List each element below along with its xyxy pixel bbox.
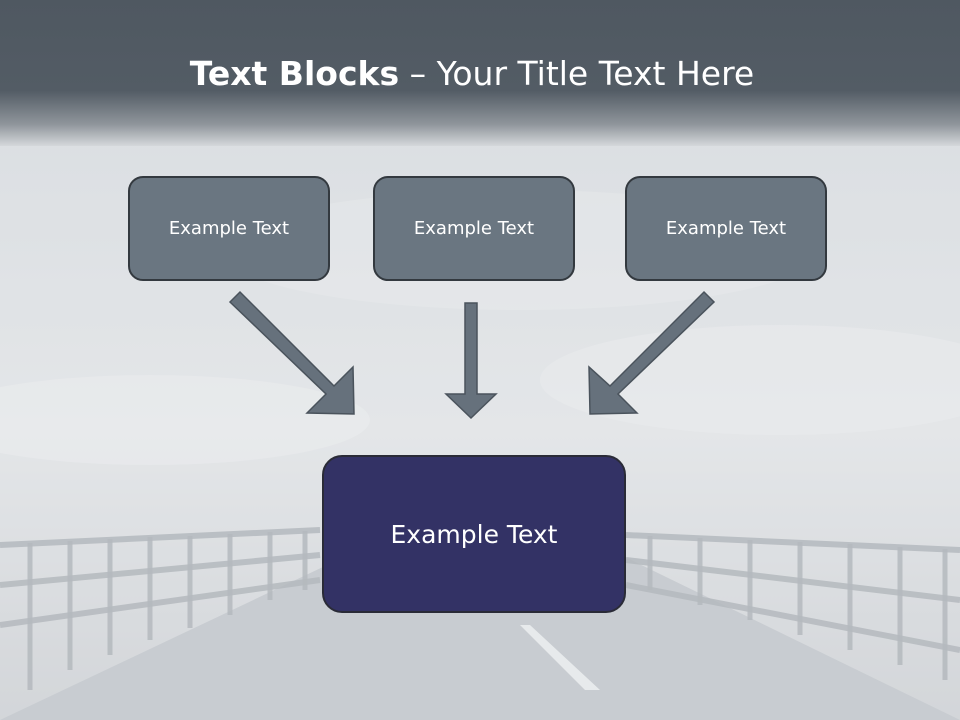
arrow-down-left-icon	[588, 290, 716, 415]
title-bold: Text Blocks	[189, 54, 400, 93]
text-block-left[interactable]: Example Text	[128, 176, 330, 281]
text-block-center[interactable]: Example Text	[373, 176, 575, 281]
slide-title: Text Blocks – Your Title Text Here	[0, 54, 944, 93]
title-bar: Text Blocks – Your Title Text Here	[0, 0, 960, 146]
text-block-right[interactable]: Example Text	[625, 176, 827, 281]
arrow-down-icon	[444, 302, 498, 420]
arrow-down-right-icon	[228, 290, 355, 415]
main-text-block[interactable]: Example Text	[322, 455, 626, 613]
title-regular: Your Title Text Here	[436, 54, 755, 93]
title-dash: –	[399, 54, 437, 93]
